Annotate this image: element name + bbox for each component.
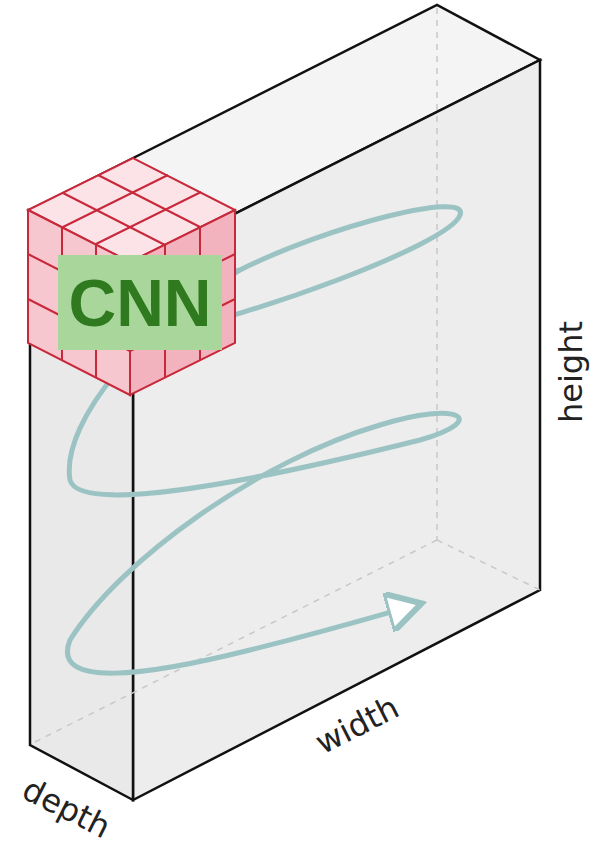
kernel-cube xyxy=(28,158,235,395)
node-text: CNN xyxy=(69,270,212,336)
front-face xyxy=(133,60,540,800)
height-label: height xyxy=(555,321,587,423)
scan-spiral-arrow xyxy=(67,207,460,673)
label-box: CNN xyxy=(58,255,222,350)
